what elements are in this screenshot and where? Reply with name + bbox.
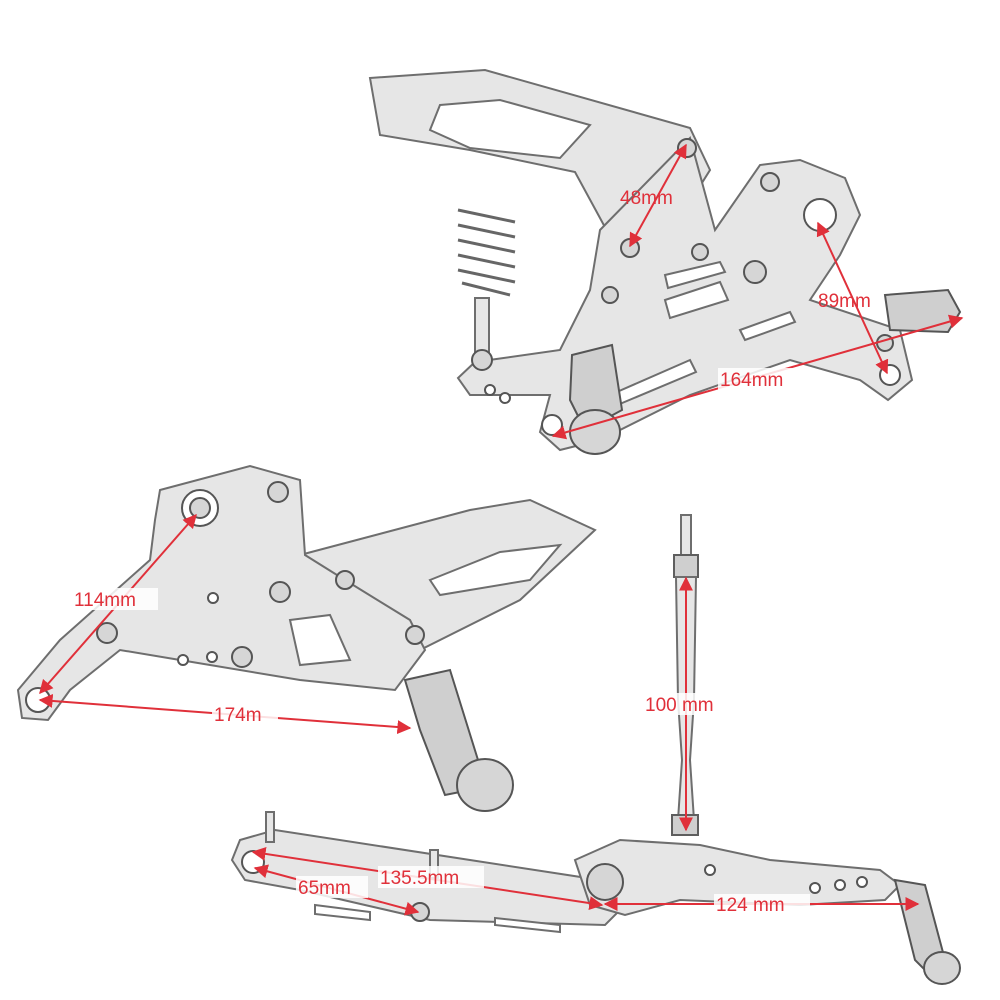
bolt-bottom-right	[879, 364, 901, 386]
rearset-left-assembly: 114mm 174m	[16, 464, 597, 812]
hole-left-2	[177, 654, 189, 666]
dim-label-174m: 174m	[214, 705, 262, 726]
foot-peg-top	[883, 288, 962, 334]
hole-left-3	[206, 651, 218, 663]
lever-hole-r1	[704, 864, 716, 876]
dim-label-48mm: 48mm	[620, 188, 673, 209]
bolt-left-5	[405, 625, 425, 645]
shift-lever-assembly: 135.5mm 65mm 124 mm	[230, 811, 961, 985]
pivot-ring-left	[189, 497, 211, 519]
lever-pivot-right	[586, 863, 624, 901]
hole-small-2	[499, 392, 511, 404]
lever-pin-left	[265, 811, 275, 843]
bolt-left-2	[269, 581, 291, 603]
shaft-cap-top	[569, 409, 621, 455]
lever-hole-r2	[809, 882, 821, 894]
bracket-cutout-left	[288, 613, 352, 667]
dim-label-89mm: 89mm	[818, 291, 871, 312]
dim-label-65mm: 65mm	[298, 878, 351, 899]
bolt-mid	[691, 243, 709, 261]
heel-guard-cutout-left	[428, 543, 563, 597]
bolt-mid-2	[601, 286, 619, 304]
bracket-slot-1	[663, 260, 727, 290]
dim-label-114mm: 114mm	[74, 590, 136, 611]
dim-label-164mm: 164mm	[720, 370, 783, 391]
dim-line-48mm	[629, 143, 687, 248]
return-spring	[457, 208, 516, 371]
shift-peg-cap	[923, 951, 961, 985]
lever-slot-1	[314, 903, 371, 922]
bolt-top-center	[760, 172, 780, 192]
dim-label-100mm: 100 mm	[645, 695, 714, 716]
lever-hole-r3	[834, 879, 846, 891]
bolt-lower-left-2	[541, 414, 563, 436]
linkage-rod-assembly: 100 mm	[643, 514, 735, 836]
dim-label-135-5mm: 135.5mm	[380, 868, 459, 889]
hole-small-1	[484, 384, 496, 396]
bolt-right-2	[876, 334, 894, 352]
lever-arm-right	[573, 838, 902, 917]
rod-thread-top	[680, 514, 692, 561]
rearset-top-assembly: 48mm 89mm 164mm	[368, 68, 964, 455]
bolt-left-4	[231, 646, 253, 668]
bolt-left-3	[335, 570, 355, 590]
lever-hole-r4	[856, 876, 868, 888]
bolt-right-mid	[743, 260, 767, 284]
bolt-lower-left	[620, 238, 640, 258]
dim-label-124mm: 124 mm	[716, 895, 785, 916]
foot-peg-cap-left	[456, 758, 514, 812]
heel-guard-cutout	[428, 98, 592, 160]
hole-left-1	[207, 592, 219, 604]
lever-slot-2	[494, 916, 561, 934]
lever-hole-mid	[410, 902, 430, 922]
bolt-left-top	[267, 481, 289, 503]
bracket-slot-2	[663, 280, 730, 320]
rod-nut-top	[673, 554, 699, 578]
